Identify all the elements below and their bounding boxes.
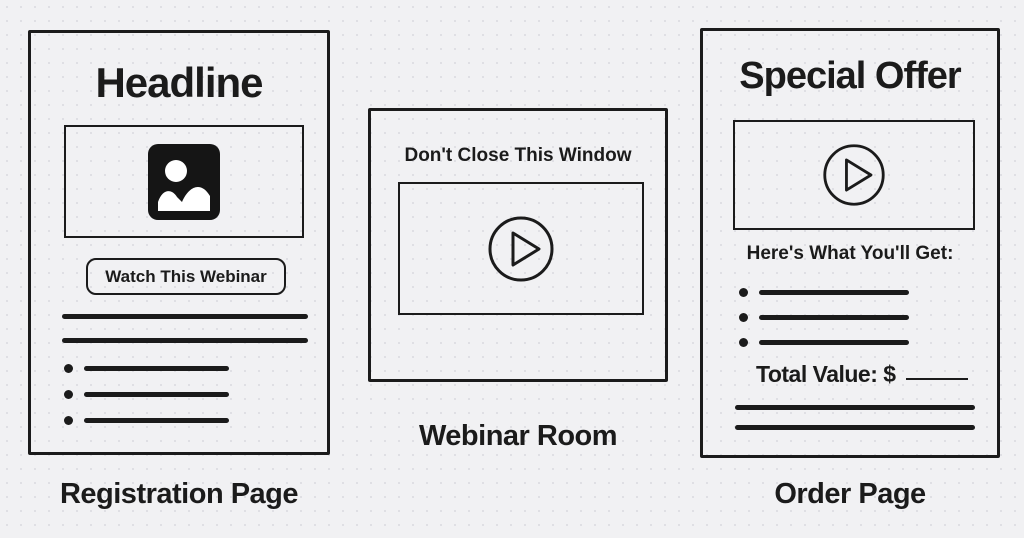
- play-icon[interactable]: [821, 142, 887, 208]
- webinar-room-caption: Webinar Room: [418, 420, 618, 452]
- placeholder-text-line: [84, 391, 229, 397]
- bullet-dot: [64, 415, 73, 425]
- registration-page-panel: Headline Watch This Webinar: [28, 30, 330, 455]
- bullet-item: [739, 337, 909, 347]
- hero-image-placeholder: [64, 125, 304, 238]
- placeholder-text-line: [759, 339, 909, 345]
- offer-video-player: [733, 120, 975, 230]
- placeholder-text-line: [735, 425, 975, 430]
- bullet-item: [64, 415, 229, 425]
- bullet-dot: [64, 363, 73, 373]
- play-icon[interactable]: [486, 214, 556, 284]
- registration-page-caption: Registration Page: [59, 478, 299, 510]
- special-offer-title: Special Offer: [739, 55, 961, 97]
- bullet-item: [64, 363, 229, 373]
- watch-webinar-button[interactable]: Watch This Webinar: [86, 258, 286, 295]
- webinar-video-player: [398, 182, 644, 315]
- order-page-panel: Special Offer Here's What You'll Get: To…: [700, 28, 1000, 458]
- headline-title: Headline: [95, 59, 263, 106]
- image-icon: [147, 143, 221, 221]
- placeholder-text-line: [62, 314, 308, 319]
- bullet-item: [739, 312, 909, 322]
- placeholder-text-line: [759, 314, 909, 320]
- placeholder-text-line: [62, 338, 308, 343]
- order-page-caption: Order Page: [774, 478, 926, 510]
- placeholder-text-line: [759, 289, 909, 295]
- placeholder-text-line: [84, 365, 229, 371]
- dont-close-warning: Don't Close This Window: [404, 145, 632, 166]
- benefits-heading: Here's What You'll Get:: [746, 243, 954, 264]
- bullet-dot: [739, 287, 748, 297]
- placeholder-text-line: [735, 405, 975, 410]
- bullet-item: [739, 287, 909, 297]
- total-value-row: Total Value: $: [756, 361, 968, 388]
- webinar-room-panel: Don't Close This Window: [368, 108, 668, 382]
- placeholder-text-line: [84, 417, 229, 423]
- total-value-label: Total Value: $: [756, 361, 896, 387]
- bullet-dot: [739, 312, 748, 322]
- bullet-item: [64, 389, 229, 399]
- total-value-blank: [905, 377, 968, 380]
- bullet-dot: [739, 337, 748, 347]
- bullet-dot: [64, 389, 73, 399]
